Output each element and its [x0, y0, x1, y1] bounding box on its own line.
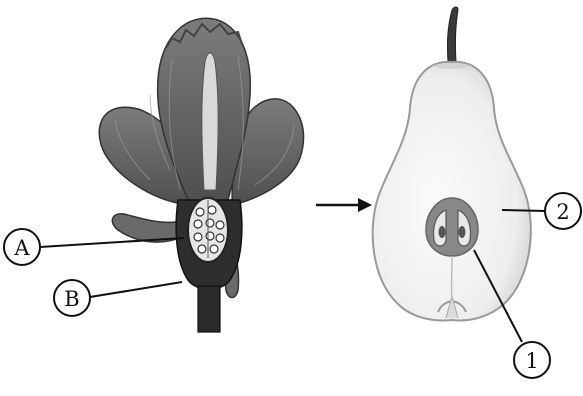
label-1-text: 1: [525, 349, 538, 373]
label-a-text: A: [13, 236, 30, 260]
label-b-pointer: [90, 282, 182, 297]
label-b: B: [54, 280, 182, 316]
pear-stem: [447, 7, 458, 62]
flower-section: [99, 18, 303, 332]
flower-style: [202, 53, 218, 190]
label-2-pointer: [502, 210, 546, 211]
pear-section: [373, 7, 531, 320]
label-2-text: 2: [556, 200, 569, 224]
flower-pedicel: [198, 286, 220, 332]
label-b-text: B: [64, 287, 79, 311]
development-arrow: [316, 198, 372, 212]
